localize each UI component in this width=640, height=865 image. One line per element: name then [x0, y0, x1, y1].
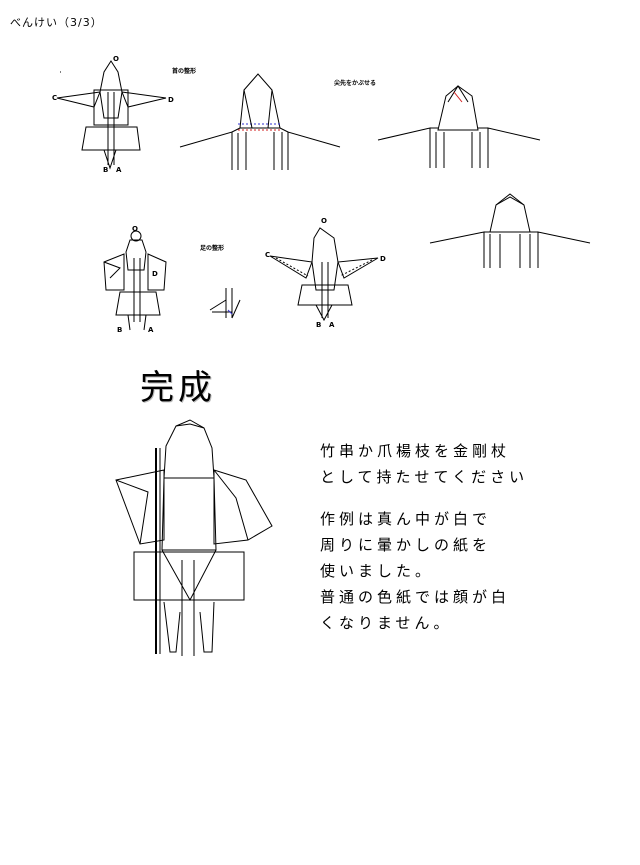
note-line-5: 使いました。: [320, 562, 435, 580]
note-line-6: 普通の色紙では顔が白: [320, 588, 511, 606]
point-a-1: A: [116, 166, 122, 174]
point-c-1: C: [52, 94, 58, 102]
completion-title: 完成: [140, 368, 216, 408]
step-label-leg-shaping: 足の整形: [200, 245, 225, 252]
note-line-7: くなりません。: [320, 614, 453, 632]
point-o-1: O: [113, 55, 119, 63]
point-b-5: B: [117, 326, 123, 334]
diagram-3-cover-tip: [378, 86, 540, 168]
diagram-4-shaped-head: [430, 194, 590, 268]
diagram-2-head-shaping: [180, 74, 340, 170]
point-a-5: A: [148, 326, 154, 334]
note-line-3: 作例は真ん中が白で: [320, 510, 492, 528]
note-line-2: として持たせてください: [320, 468, 529, 486]
point-o-7: O: [321, 217, 327, 225]
point-c-7: C: [265, 251, 271, 259]
note-line-1: 竹串か爪楊枝を金剛杖: [320, 442, 511, 460]
point-d-7: D: [380, 255, 386, 263]
step-label-head-shaping: 首の整形: [172, 68, 197, 75]
diagram-7-arms-spread-dashed: [270, 228, 378, 320]
point-a-7: A: [329, 321, 335, 329]
completed-model: [116, 420, 272, 656]
point-b-7: B: [316, 321, 322, 329]
point-b-1: B: [103, 166, 109, 174]
note-line-4: 周りに暈かしの紙を: [320, 536, 492, 554]
diagram-5-arms-folded: [104, 231, 166, 330]
point-o-5: O: [132, 225, 138, 233]
diagram-1-arms-spread: [57, 61, 166, 168]
point-d-5: D: [152, 270, 158, 278]
point-d-1: D: [168, 96, 174, 104]
diagram-6-leg-detail: [210, 288, 240, 318]
page-header: べんけい（3/3）: [10, 16, 103, 29]
step-label-cover-top: 尖先をかぶせる: [334, 80, 377, 87]
